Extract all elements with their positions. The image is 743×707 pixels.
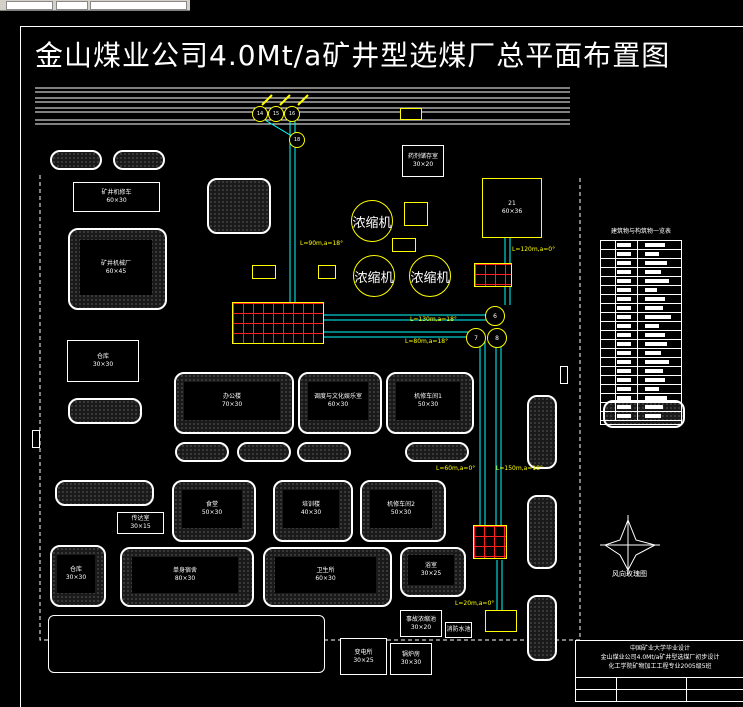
green-belt: [113, 150, 165, 170]
belt-label: L=80m,a=18°: [405, 338, 449, 345]
green-belt: [68, 398, 142, 424]
node-8: 8: [487, 328, 507, 348]
small-structure: [252, 265, 276, 279]
node-15: 15: [268, 106, 284, 122]
gate-right: [560, 366, 568, 384]
node-16: 16: [284, 106, 300, 122]
node-6: 6: [485, 306, 505, 326]
toolbar-field[interactable]: [90, 1, 187, 10]
drawing-title: 金山煤业公司4.0Mt/a矿井型选煤厂总平面布置图: [35, 39, 671, 72]
small-structure: [404, 202, 428, 226]
node-14: 14: [252, 106, 268, 122]
small-structure: [318, 265, 336, 279]
green-belt: [297, 442, 351, 462]
small-structure: [485, 610, 517, 632]
green-belt: [603, 400, 685, 428]
green-belt: [405, 442, 469, 462]
legend-grid: [600, 240, 682, 425]
plant-grid: [474, 263, 512, 287]
title-block-line2: 金山煤业公司4.0Mt/a矿井型选煤厂初步设计: [600, 654, 720, 661]
green-belt: [55, 480, 154, 506]
rail-box: [400, 108, 422, 120]
cad-drawing-canvas[interactable]: 金山煤业公司4.0Mt/a矿井型选煤厂总平面布置图: [0, 10, 743, 707]
legend-table: 建筑物与构筑物一览表: [600, 228, 682, 428]
legend-title: 建筑物与构筑物一览表: [610, 228, 671, 235]
main-plant: [232, 302, 324, 344]
belt-label: L=150m,a=18°: [496, 465, 543, 472]
structure-block: [207, 178, 271, 234]
thickener-1: 浓缩机: [351, 200, 393, 242]
wind-rose-label: 风向玫瑰图: [612, 570, 647, 578]
drawing-frame: [20, 26, 743, 707]
green-belt: [527, 595, 557, 661]
title-block-line1: 中国矿业大学毕业设计: [629, 645, 690, 652]
wind-rose-graphic: [600, 515, 660, 575]
application-toolbar: [0, 0, 190, 11]
belt-label: L=120m,a=0°: [512, 246, 556, 253]
belt-label: L=130m,a=18°: [410, 316, 457, 323]
belt-label: L=60m,a=0°: [436, 465, 476, 472]
node-7: 7: [466, 328, 486, 348]
green-belt: [527, 495, 557, 569]
plant-grid: [473, 525, 507, 559]
node-18: 18: [289, 132, 305, 148]
thickener-2: 浓缩机: [353, 255, 395, 297]
green-belt: [237, 442, 291, 462]
small-structure: [392, 238, 416, 252]
building-drain: 消防水池: [445, 622, 472, 638]
green-belt: [50, 150, 102, 170]
toolbar-field[interactable]: [56, 1, 88, 10]
gate-left: [32, 430, 40, 448]
title-block: 中国矿业大学毕业设计 金山煤业公司4.0Mt/a矿井型选煤厂初步设计 化工学院矿…: [575, 640, 743, 702]
green-belt: [527, 395, 557, 469]
toolbar-field[interactable]: [6, 1, 53, 10]
thickener-3: 浓缩机: [409, 255, 451, 297]
title-block-line3: 化工学院矿物加工工程专业2005级5班: [608, 663, 712, 670]
railway-tracks: [35, 87, 660, 641]
belt-label: L=90m,a=18°: [300, 240, 344, 247]
belt-label: L=20m,a=0°: [455, 600, 495, 607]
parking-lot: [48, 615, 325, 673]
green-belt: [175, 442, 229, 462]
